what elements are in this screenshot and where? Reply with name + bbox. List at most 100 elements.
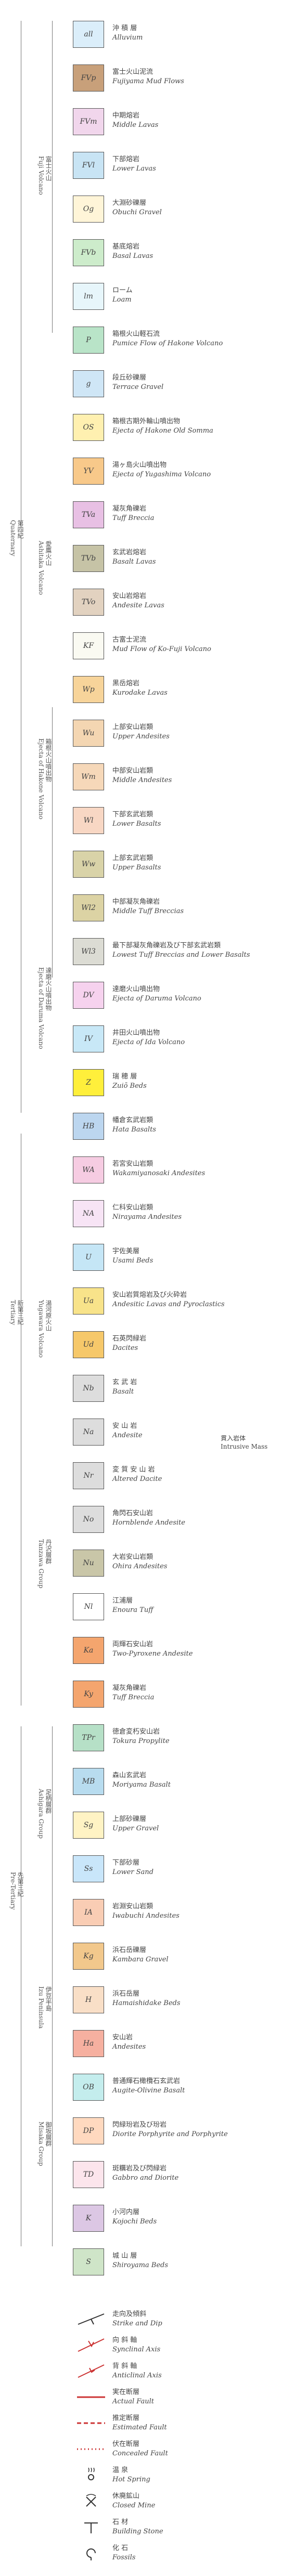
unit-name-ja: 達磨火山噴出物: [112, 985, 160, 993]
unit-name-ja: 安山岩質熔岩及び火砕岩: [112, 1291, 187, 1299]
unit-name-ja: 下部砂層: [112, 1859, 140, 1867]
unit-name-en: Wakamiyanosaki Andesites: [112, 1169, 206, 1177]
unit-swatch: TPr: [73, 1724, 104, 1751]
unit-swatch: YV: [73, 458, 104, 485]
unit-swatch: TVa: [73, 501, 104, 528]
unit-name-ja: 凝灰角礫岩: [112, 1684, 147, 1692]
unit-name-ja: 中部安山岩類: [112, 767, 154, 775]
unit-swatch: FVm: [73, 108, 104, 135]
symbol-name-en: Strike and Dip: [112, 2320, 162, 2327]
unit-name-ja: 黒岳熔岩: [112, 680, 140, 687]
symbol-name-en: Anticlinal Axis: [112, 2372, 162, 2379]
era-label-quaternary: 第四紀 Quaternary: [9, 520, 24, 556]
unit-name-en: Terrace Gravel: [112, 383, 164, 391]
unit-name-ja: ローム: [112, 287, 133, 294]
unit-swatch: P: [73, 327, 104, 354]
unit-name-ja: 玄 武 岩: [112, 1378, 137, 1386]
unit-swatch: Ky: [73, 1681, 104, 1708]
unit-name-ja: 宇佐美層: [112, 1247, 140, 1255]
unit-name-ja: 上部砂礫層: [112, 1815, 147, 1823]
unit-swatch: Wl: [73, 807, 104, 834]
anticline-icon: [73, 2361, 109, 2382]
group-divider-pre-tertiary: [52, 1726, 53, 2246]
unit-swatch: Wu: [73, 720, 104, 747]
unit-swatch: MB: [73, 1768, 104, 1795]
unit-name-en: Kurodake Lavas: [112, 689, 168, 697]
unit-name-ja: 普通輝石橄欖石玄武岩: [112, 2077, 181, 2085]
unit-name-en: Ejecta of Hakone Old Somma: [112, 427, 213, 435]
unit-name-ja: 仁科安山岩類: [112, 1204, 154, 1212]
unit-swatch: Nr: [73, 1462, 104, 1489]
unit-name-ja: 浜石岳層: [112, 1990, 140, 1998]
unit-label: 達磨火山噴出物 Ejecta of Daruma Volcano: [112, 985, 279, 1004]
unit-name-ja: 沖 積 層: [112, 24, 137, 32]
unit-name-en: Kambara Gravel: [112, 1956, 169, 1963]
unit-name-ja: 下部玄武岩類: [112, 811, 154, 818]
unit-swatch: Ud: [73, 1331, 104, 1358]
unit-swatch: FVl: [73, 152, 104, 179]
actual-fault-icon: [73, 2387, 109, 2408]
unit-name-ja: 若宮安山岩類: [112, 1160, 154, 1168]
unit-name-ja: 浜石岳礫層: [112, 1946, 147, 1954]
unit-name-en: Hata Basalts: [112, 1126, 156, 1134]
unit-name-ja: 箱根古期外輪山噴出物: [112, 418, 181, 425]
unit-name-ja: 安山岩熔岩: [112, 592, 147, 600]
unit-name-en: Augite-Olivine Basalt: [112, 2087, 185, 2094]
group-divider-hakone: [52, 707, 53, 978]
unit-name-en: Lower Lavas: [112, 165, 156, 173]
symbol-name-ja: 休廃鉱山: [112, 2492, 140, 2500]
unit-name-en: Gabbro and Diorite: [112, 2174, 179, 2182]
group-label-tanzawa: 丹沢層群 Tanzawa Group: [37, 1539, 52, 1589]
unit-name-ja: 箱根火山軽石流: [112, 330, 160, 338]
era-label-tertiary: 新第三紀 Tertiary: [9, 1300, 24, 1325]
unit-name-en: Middle Andesites: [112, 776, 172, 784]
unit-swatch: Ss: [73, 1855, 104, 1882]
unit-swatch: Na: [73, 1419, 104, 1446]
unit-name-en: Upper Andesites: [112, 733, 170, 740]
unit-name-ja: 玄武岩熔岩: [112, 549, 147, 556]
unit-name-en: Tokura Propylite: [112, 1737, 170, 1745]
unit-name-ja: 安山岩: [112, 2034, 133, 2041]
unit-name-en: Middle Tuff Breccias: [112, 907, 184, 915]
symbol-name-en: Synclinal Axis: [112, 2346, 161, 2353]
unit-name-en: Basal Lavas: [112, 252, 154, 260]
unit-name-ja: 両輝石安山岩: [112, 1641, 154, 1648]
estimated-fault-icon: [73, 2413, 109, 2434]
unit-name-ja: 上部安山岩類: [112, 723, 154, 731]
unit-name-en: Lowest Tuff Breccias and Lower Basalts: [112, 951, 250, 959]
unit-name-ja: 江浦層: [112, 1597, 133, 1605]
unit-swatch: H: [73, 1986, 104, 2013]
unit-swatch: IA: [73, 1899, 104, 1926]
unit-swatch: TVo: [73, 589, 104, 616]
unit-name-en: Ejecta of Daruma Volcano: [112, 995, 201, 1003]
unit-name-ja: 上部玄武岩類: [112, 854, 154, 862]
unit-name-en: Iwabuchi Andesites: [112, 1912, 180, 1920]
group-label-daruma: 達磨火山噴出物 Ejecta of Daruma Volcano: [37, 967, 52, 1049]
era-label-pre-tertiary: 先第三紀 Pre-Tertiary: [9, 1872, 24, 1910]
unit-swatch: Wm: [73, 763, 104, 790]
unit-name-ja: 古富士泥流: [112, 636, 147, 644]
